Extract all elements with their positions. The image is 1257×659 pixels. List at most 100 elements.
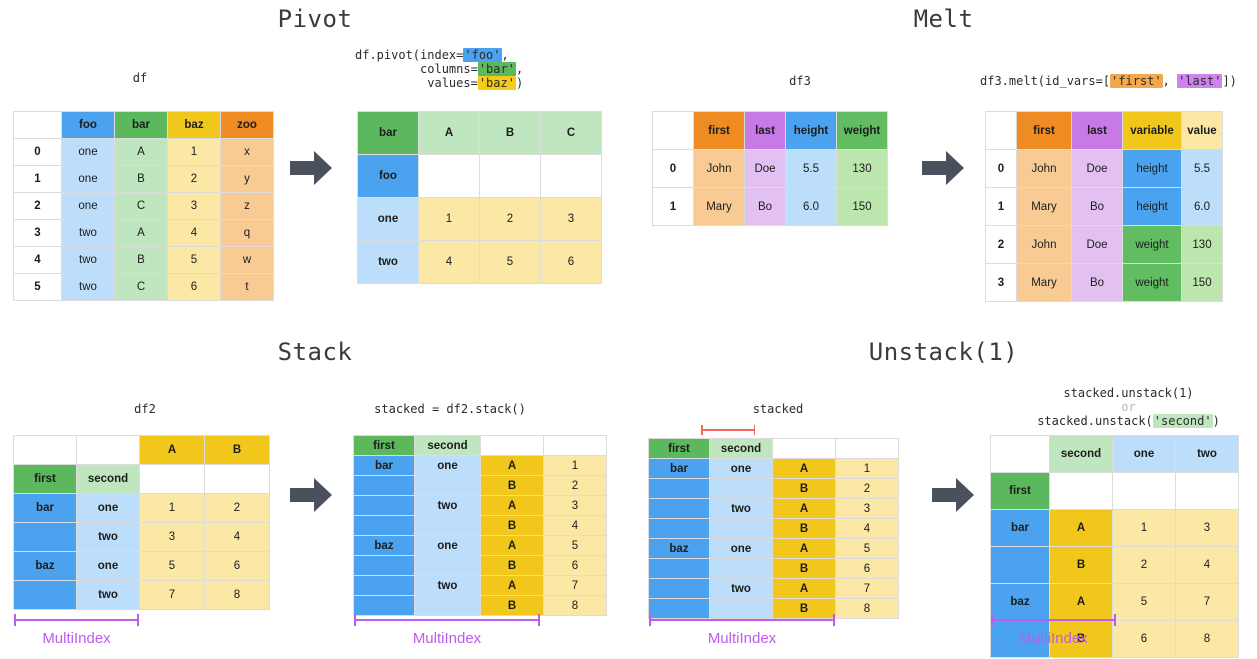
table-cell: Bo	[1071, 263, 1123, 302]
row-index: 1	[13, 165, 62, 193]
row-index-l0	[648, 498, 710, 519]
value-cell: 1	[835, 458, 899, 479]
column-header: variable	[1122, 111, 1182, 150]
row-index-l1: one	[76, 493, 140, 523]
table-cell: two	[61, 246, 115, 274]
value-cell: 5	[835, 538, 899, 559]
row-index-l1: A	[1049, 509, 1113, 547]
second-level-bracket	[701, 425, 755, 435]
row-index-l2: A	[480, 495, 544, 516]
row-index-l2: B	[480, 475, 544, 496]
row-index-l0: baz	[990, 583, 1050, 621]
table-cell: 4	[204, 522, 270, 552]
column-header: C	[540, 111, 602, 155]
value-cell: 8	[835, 598, 899, 619]
column-header	[652, 111, 694, 150]
table-cell	[480, 435, 544, 456]
table-cell: 6.0	[785, 187, 837, 226]
row-index-l1	[414, 595, 481, 616]
table-cell: Doe	[744, 149, 786, 188]
unstack-result-multiindex: MultiIndex	[991, 614, 1116, 647]
code-text: stacked.unstack(	[1037, 414, 1153, 428]
column-header: baz	[167, 111, 221, 139]
pivot-source-caption: df	[132, 71, 148, 85]
row-index-l0: baz	[13, 551, 77, 581]
table-cell	[835, 438, 899, 459]
table-cell: z	[220, 192, 274, 220]
column-header: bar	[114, 111, 168, 139]
row-index-l1: B	[1049, 620, 1113, 658]
multiindex-label: MultiIndex	[412, 630, 482, 647]
row-index-l1: one	[709, 458, 773, 479]
table-cell: John	[1016, 225, 1072, 264]
table-cell	[1049, 472, 1113, 510]
column-header: zoo	[220, 111, 274, 139]
unstack-source-caption: stacked	[752, 402, 804, 416]
value-cell: 3	[1175, 509, 1239, 547]
pivot-title: Pivot	[277, 5, 353, 33]
table-cell: q	[220, 219, 274, 247]
row-index-l1: one	[414, 535, 481, 556]
code-line: df3.melt(id_vars=['first', 'last'])	[980, 74, 1257, 88]
value-cell: 4	[1175, 546, 1239, 584]
value-cell: 2	[1112, 546, 1176, 584]
row-index-l2: B	[480, 555, 544, 576]
table-cell	[1112, 472, 1176, 510]
value-cell: 5	[543, 535, 607, 556]
table-cell: two	[61, 219, 115, 247]
table-cell: Doe	[1071, 225, 1123, 264]
row-index-l0: bar	[13, 493, 77, 523]
code-highlight: or	[1121, 400, 1136, 414]
column-header	[985, 111, 1017, 150]
column-header: one	[1112, 435, 1176, 473]
table-cell: weight	[1122, 263, 1182, 302]
table-cell: 5	[167, 246, 221, 274]
index-name-first: first	[353, 435, 415, 456]
table-cell: 5	[139, 551, 205, 581]
pivot-code-annotation: df.pivot(index='foo', columns='bar', val…	[355, 48, 605, 90]
table-cell	[418, 154, 480, 198]
table-cell: 1	[167, 138, 221, 166]
code-line: stacked.unstack('second')	[1000, 414, 1257, 428]
table-cell: 2	[479, 197, 541, 241]
code-text: values=	[355, 76, 478, 90]
table-cell: 1	[418, 197, 480, 241]
table-cell: A	[114, 219, 168, 247]
code-highlight: 'last'	[1177, 74, 1223, 88]
value-cell: 1	[1112, 509, 1176, 547]
code-text: df.pivot(index=	[355, 48, 464, 62]
multiindex-bracket	[14, 614, 139, 626]
value-cell: 4	[543, 515, 607, 536]
code-text: ,	[501, 48, 509, 62]
row-index: one	[357, 197, 419, 241]
table-cell: 6	[167, 273, 221, 301]
row-index-l0: baz	[353, 535, 415, 556]
row-index-l1	[414, 475, 481, 496]
melt-section: Melt df3 df3.melt(id_vars=['first', 'las…	[630, 0, 1257, 320]
row-index: 0	[985, 149, 1017, 188]
value-cell: 2	[543, 475, 607, 496]
code-text: ,	[515, 62, 524, 76]
table-cell: height	[1122, 149, 1182, 188]
column-header: foo	[61, 111, 115, 139]
code-text: )	[1212, 414, 1220, 428]
index-name-first: first	[648, 438, 710, 459]
